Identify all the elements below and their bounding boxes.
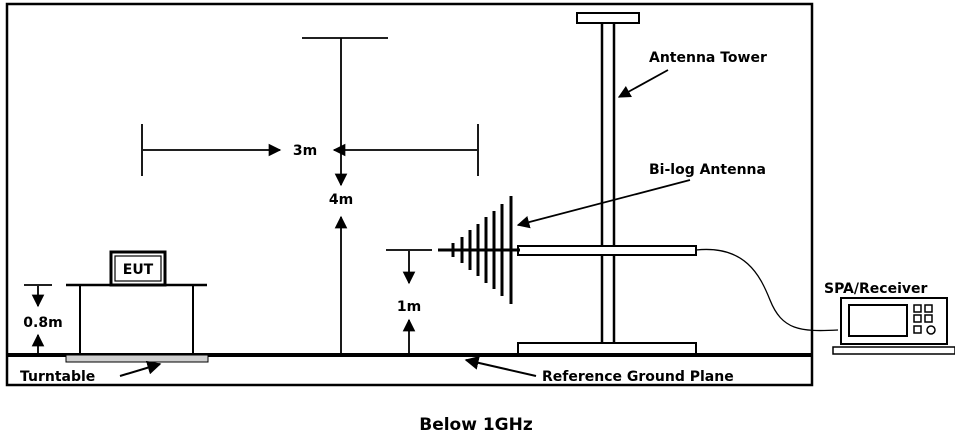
eut-box	[109, 250, 167, 287]
bilog-antenna-label: Bi-log Antenna	[649, 162, 766, 178]
turntable	[65, 354, 209, 363]
height-range-indicator	[302, 37, 388, 354]
ground-plane-arrow	[464, 355, 537, 377]
antenna-height-label: 1m	[397, 299, 421, 315]
antenna-cable	[695, 248, 839, 332]
receiver-label: SPA/Receiver	[824, 281, 927, 297]
antenna-tower	[517, 12, 697, 355]
distance-indicator	[141, 124, 479, 176]
table-height-indicator	[24, 284, 52, 353]
antenna-tower-arrow	[617, 69, 669, 98]
chamber-frame	[5, 2, 814, 387]
antenna-height-indicator	[386, 249, 432, 354]
antenna-boom	[517, 245, 697, 256]
ground-plane-label: Reference Ground Plane	[542, 369, 734, 385]
bilog-antenna	[438, 196, 520, 304]
table-height-label: 0.8m	[23, 315, 62, 331]
distance-label: 3m	[293, 143, 317, 159]
bilog-antenna-arrow	[516, 179, 691, 229]
receiver-device	[832, 297, 955, 355]
diagram-caption: Below 1GHz	[419, 415, 533, 435]
eut-table	[66, 283, 207, 354]
height-range-label: 4m	[329, 192, 353, 208]
turntable-arrow	[119, 360, 162, 377]
receiver-screen	[848, 304, 908, 337]
eut-label: EUT	[123, 262, 154, 278]
turntable-label: Turntable	[20, 369, 95, 385]
antenna-tower-label: Antenna Tower	[649, 50, 767, 66]
